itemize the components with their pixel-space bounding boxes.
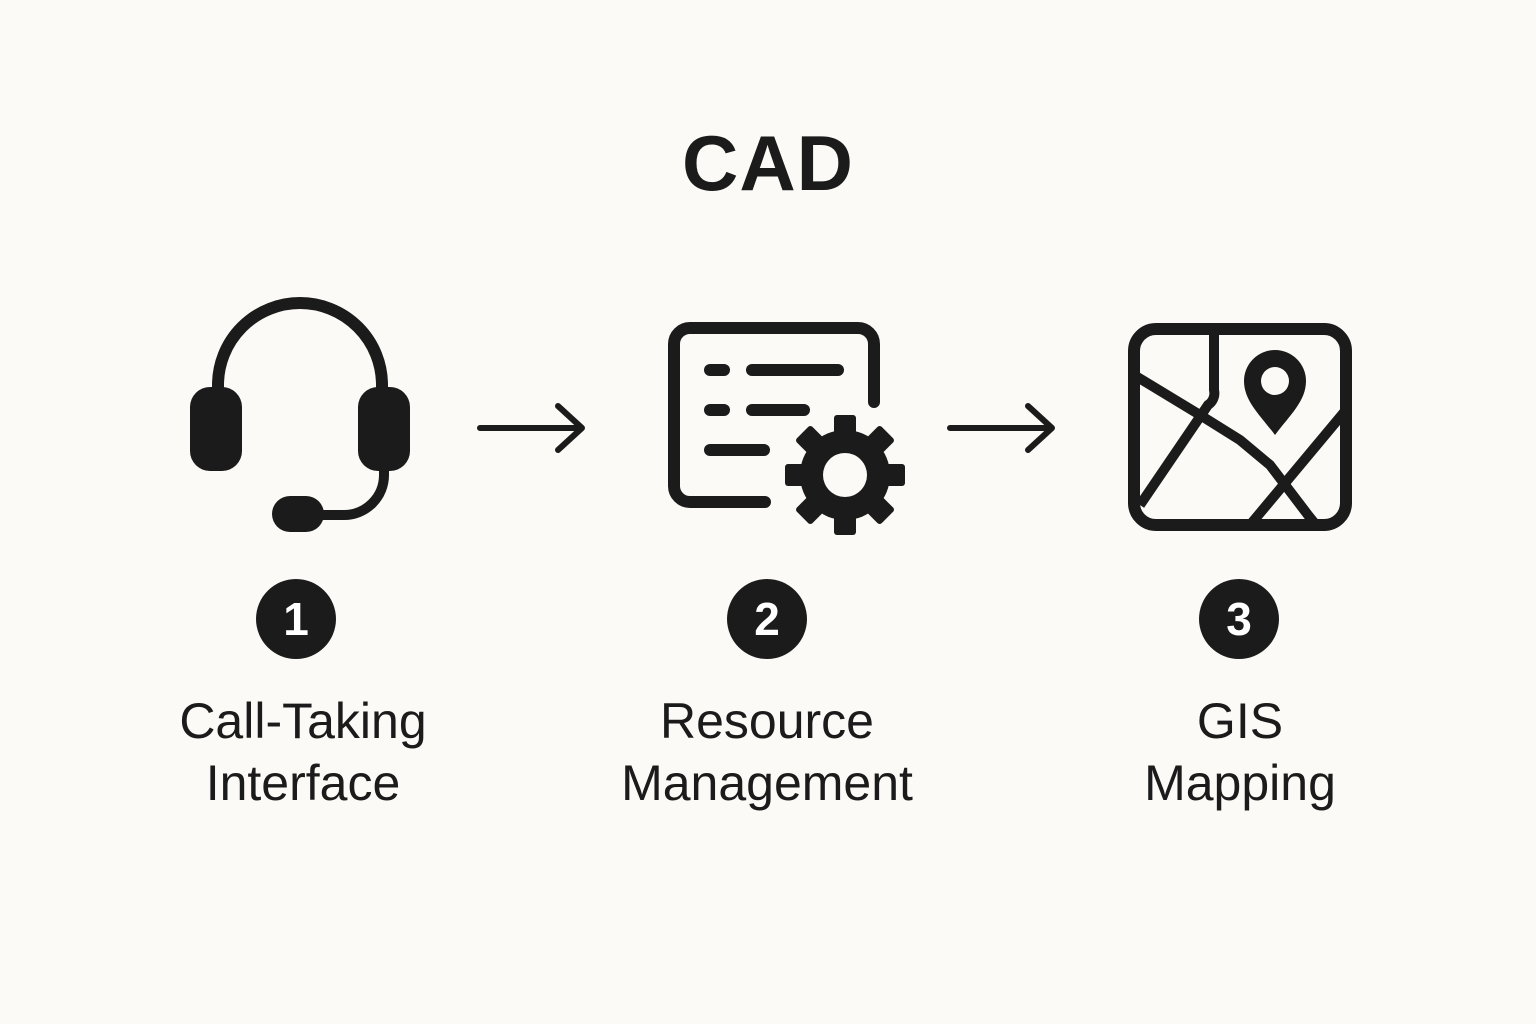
diagram-title: CAD bbox=[682, 119, 854, 207]
step-label-line: Management bbox=[621, 755, 913, 811]
step-number-badge: 3 bbox=[1199, 579, 1279, 659]
arrow-right-icon bbox=[477, 403, 585, 453]
step-label-line: Resource bbox=[660, 693, 874, 749]
arrow-right-icon bbox=[947, 403, 1055, 453]
step-number-badge: 1 bbox=[256, 579, 336, 659]
step-number-badge: 2 bbox=[727, 579, 807, 659]
map-pin-icon bbox=[1128, 323, 1352, 531]
document-gear-icon bbox=[668, 322, 905, 535]
step-label-line: Call-Taking bbox=[179, 693, 427, 749]
step-label: GIS Mapping bbox=[1040, 690, 1440, 814]
step-label-line: Mapping bbox=[1144, 755, 1336, 811]
step-label-line: GIS bbox=[1196, 693, 1284, 749]
step-label: Resource Management bbox=[567, 690, 967, 814]
headset-icon bbox=[190, 297, 410, 532]
step-label: Call-Taking Interface bbox=[103, 690, 503, 814]
step-label-line: Interface bbox=[205, 755, 401, 811]
